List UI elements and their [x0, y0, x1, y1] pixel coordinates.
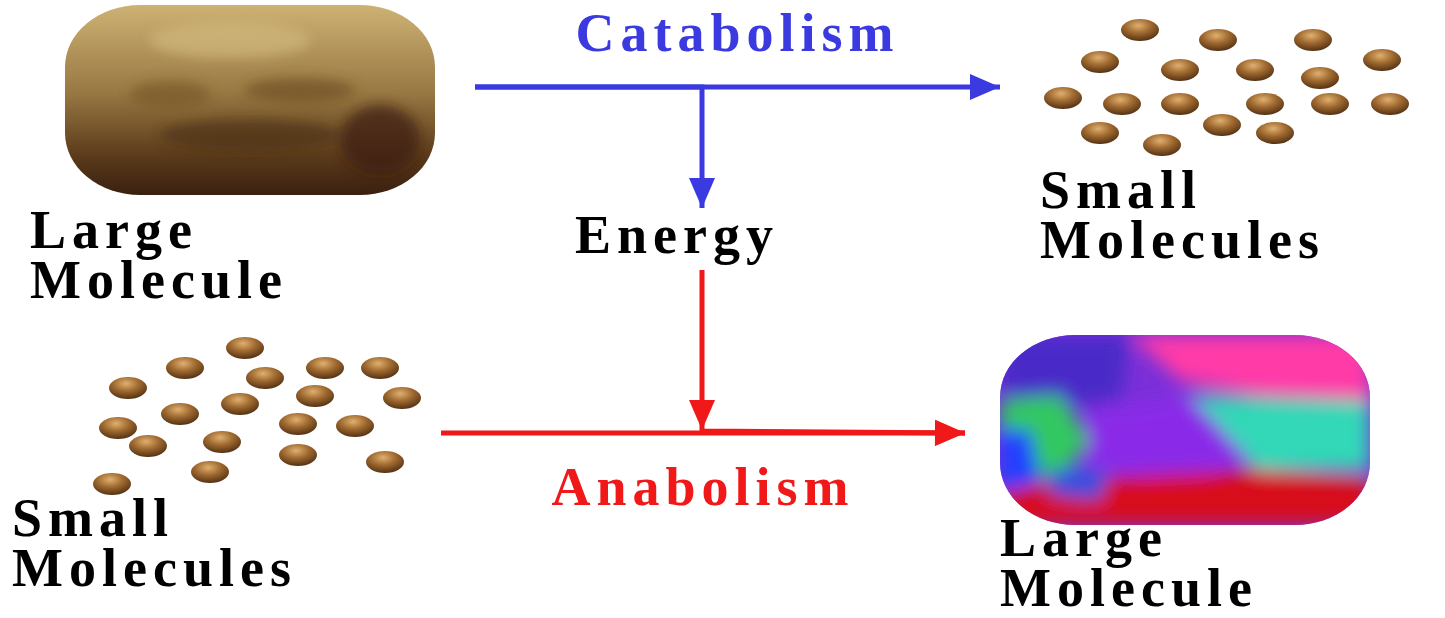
node-label: Small Molecules	[1040, 165, 1370, 265]
arrow-head	[689, 400, 715, 430]
arrow-head	[935, 420, 965, 446]
node-label: Small Molecules	[12, 493, 342, 593]
connector-arrow	[689, 270, 965, 446]
node-label: Large Molecule	[30, 205, 360, 305]
molecule-node: Large Molecule	[30, 5, 440, 305]
large-molecule-picture	[1000, 335, 1370, 525]
arrow-head	[689, 178, 715, 208]
molecule-node: Large Molecule	[1000, 330, 1425, 613]
large-molecule-picture	[65, 5, 435, 195]
energy-node: Energy	[575, 210, 829, 260]
small-molecules-picture	[1044, 19, 1409, 156]
molecule-node: Small Molecules	[1040, 15, 1430, 265]
small-molecules-picture	[93, 337, 421, 495]
arrow-head	[970, 74, 1000, 100]
edge-label: Catabolism	[575, 8, 899, 58]
arrow-head	[935, 420, 965, 446]
connector-arrow	[475, 87, 715, 208]
node-label: Large Molecule	[1000, 513, 1330, 613]
connector-line	[475, 87, 702, 208]
edge-label: Anabolism	[551, 462, 854, 512]
molecule-node: Small Molecules	[12, 335, 437, 593]
connector-line	[702, 270, 965, 433]
node-label: Energy	[575, 210, 825, 260]
